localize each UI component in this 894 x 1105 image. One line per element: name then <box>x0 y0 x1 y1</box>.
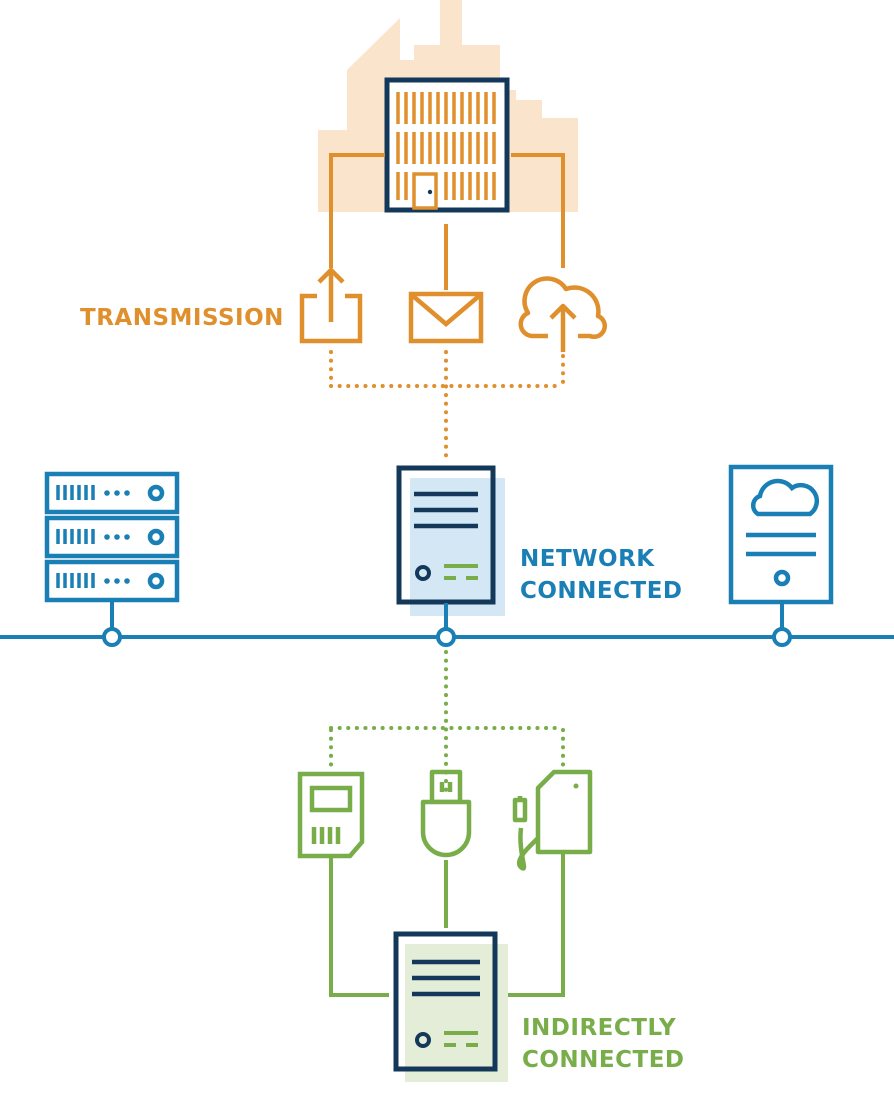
network-connected-label: NETWORK CONNECTED <box>520 543 683 607</box>
cloud-device-icon <box>728 464 834 605</box>
bus-node <box>772 627 792 647</box>
local-computer-icon <box>393 931 508 1082</box>
network-bus-line <box>0 600 894 647</box>
indirectly-connected-label: INDIRECTLY CONNECTED <box>522 1012 685 1076</box>
bus-node <box>102 627 122 647</box>
door-icon <box>412 172 438 210</box>
transmission-dotted-links <box>329 350 565 460</box>
indirect-label-line1: INDIRECTLY <box>522 1015 677 1041</box>
sd-card-icon <box>297 771 365 859</box>
bus-node <box>436 627 456 647</box>
usb-plug-icon <box>420 769 472 858</box>
cloud-upload-icon <box>518 276 608 352</box>
transmission-label: TRANSMISSION <box>80 302 284 334</box>
upload-share-icon <box>299 266 363 344</box>
network-computer-icon <box>396 465 505 628</box>
office-building-icon <box>384 77 516 213</box>
indirect-dotted-links <box>329 650 565 792</box>
indirect-connectors <box>329 854 565 997</box>
external-drive-icon <box>512 769 593 871</box>
network-label-line1: NETWORK <box>520 546 655 572</box>
indirect-label-line2: CONNECTED <box>522 1047 685 1073</box>
transmission-label-text: TRANSMISSION <box>80 305 284 331</box>
server-rack-icon <box>44 471 180 603</box>
network-label-line2: CONNECTED <box>520 578 683 604</box>
transmission-connectors <box>329 153 565 290</box>
mail-envelope-icon <box>408 291 484 344</box>
